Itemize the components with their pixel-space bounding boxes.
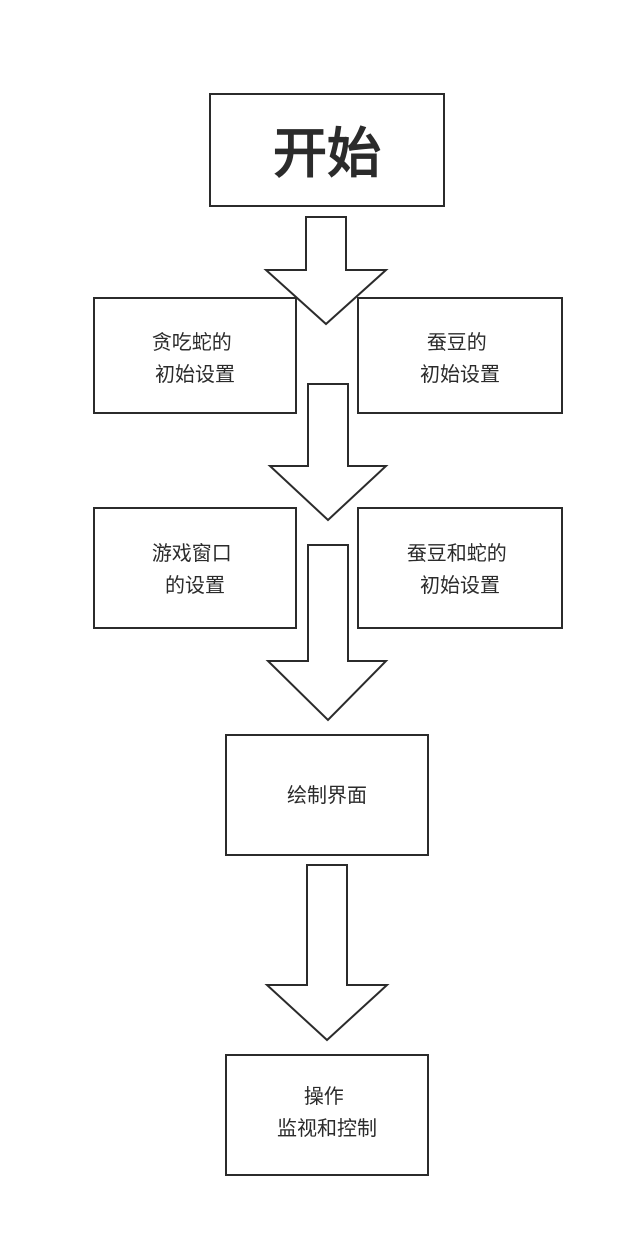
- snake-init-label: 贪吃蛇的 初始设置: [152, 330, 238, 386]
- snake-init-node: 贪吃蛇的 初始设置: [93, 297, 297, 414]
- arrow-down-4: [264, 864, 390, 1042]
- draw-ui-node: 绘制界面: [225, 734, 429, 856]
- draw-ui-label: 绘制界面: [287, 783, 367, 807]
- bean-init-label: 蚕豆的 初始设置: [420, 330, 500, 386]
- window-setup-label: 游戏窗口 的设置: [152, 541, 238, 597]
- bean-init-node: 蚕豆的 初始设置: [357, 297, 563, 414]
- arrow-down-2: [267, 383, 389, 522]
- start-node: 开始: [209, 93, 445, 207]
- bean-snake-init-node: 蚕豆和蛇的 初始设置: [357, 507, 563, 629]
- arrow-down-3: [265, 544, 389, 722]
- bean-snake-init-label: 蚕豆和蛇的 初始设置: [407, 541, 513, 597]
- window-setup-node: 游戏窗口 的设置: [93, 507, 297, 629]
- start-label: 开始: [273, 122, 381, 185]
- operate-node: 操作 监视和控制: [225, 1054, 429, 1176]
- arrow-down-1: [263, 216, 389, 326]
- operate-label: 操作 监视和控制: [277, 1084, 377, 1140]
